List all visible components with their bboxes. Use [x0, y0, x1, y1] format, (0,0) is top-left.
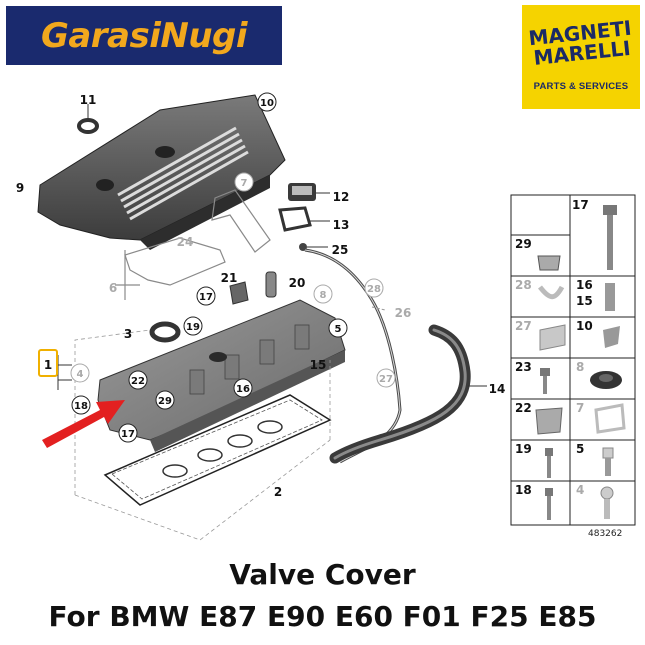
- svg-text:18: 18: [74, 401, 88, 412]
- callout-4: 4: [70, 363, 90, 383]
- callout-1: 1: [44, 358, 52, 372]
- callout-24: 24: [177, 235, 194, 249]
- bracket-outline: [115, 189, 271, 300]
- svg-text:20: 20: [289, 276, 306, 290]
- svg-text:11: 11: [80, 93, 97, 107]
- svg-text:29: 29: [158, 396, 172, 407]
- table-cell-label: 17: [572, 198, 589, 212]
- caption-models: For BMW E87 E90 E60 F01 F25 E85: [48, 600, 597, 633]
- callout-27: 27: [376, 368, 396, 388]
- callout-22: 22: [128, 370, 148, 390]
- svg-text:27: 27: [379, 374, 393, 385]
- red-pointer-arrow: [42, 400, 125, 448]
- logo-text: GarasiNugi: [40, 15, 248, 56]
- callout-26: 26: [395, 306, 412, 320]
- svg-text:10: 10: [260, 98, 274, 109]
- callout-12: 12: [333, 190, 350, 204]
- callout-17: 17: [118, 423, 138, 443]
- table-cell-label: 8: [576, 360, 584, 374]
- svg-text:22: 22: [131, 376, 145, 387]
- table-cell-label: 10: [576, 319, 593, 333]
- table-cell-label: 16: [576, 278, 593, 292]
- table-cell-label: 28: [515, 278, 532, 292]
- callout-10: 10: [257, 92, 277, 112]
- diagram-ref-number: 483262: [588, 529, 622, 539]
- table-cell-label: 19: [515, 442, 532, 456]
- svg-text:26: 26: [395, 306, 412, 320]
- breather-hose: [329, 324, 471, 464]
- svg-text:17: 17: [121, 429, 135, 440]
- callout-25: 25: [332, 243, 349, 257]
- svg-text:14: 14: [489, 382, 506, 396]
- gasket-outline: [103, 394, 332, 506]
- caption-title: Valve Cover: [229, 558, 416, 591]
- table-cell-label: 29: [515, 237, 532, 251]
- callout-21: 21: [221, 271, 238, 285]
- callout-9: 9: [16, 181, 24, 195]
- callout-3: 3: [124, 327, 132, 341]
- svg-text:13: 13: [333, 218, 350, 232]
- svg-text:6: 6: [109, 281, 117, 295]
- svg-text:3: 3: [124, 327, 132, 341]
- callout-14: 14: [489, 382, 506, 396]
- callout-2: 2: [274, 485, 282, 499]
- logo-subtitle: PARTS & SERVICES: [533, 81, 629, 92]
- callout-8: 8: [313, 284, 333, 304]
- svg-text:28: 28: [367, 284, 381, 295]
- callout-18: 18: [71, 395, 91, 415]
- svg-text:12: 12: [333, 190, 350, 204]
- svg-text:15: 15: [310, 358, 327, 372]
- part-12-cap: [288, 183, 330, 201]
- table-cell-label: 4: [576, 483, 584, 497]
- callout-29: 29: [155, 390, 175, 410]
- callout-19: 19: [183, 316, 203, 336]
- svg-text:21: 21: [221, 271, 238, 285]
- svg-text:24: 24: [177, 235, 194, 249]
- garasinugi-logo: GarasiNugi: [6, 6, 282, 65]
- table-cell-label: 15: [576, 294, 593, 308]
- callout-20: 20: [289, 276, 306, 290]
- svg-text:5: 5: [335, 324, 342, 335]
- magneti-marelli-logo: MAGNETI MARELLI PARTS & SERVICES: [522, 5, 640, 109]
- part-11-grommet: [77, 104, 99, 134]
- svg-text:4: 4: [77, 369, 84, 380]
- table-cell-label: 22: [515, 401, 532, 415]
- callout-7: 7: [234, 172, 254, 192]
- table-cell-label: 18: [515, 483, 532, 497]
- table-part-icons: [535, 205, 626, 520]
- callout-5: 5: [328, 318, 348, 338]
- table-cell-label: 7: [576, 401, 584, 415]
- svg-text:7: 7: [241, 178, 248, 189]
- svg-text:2: 2: [274, 485, 282, 499]
- callout-13: 13: [333, 218, 350, 232]
- table-cell-label: 23: [515, 360, 532, 374]
- callout-11: 11: [80, 93, 97, 107]
- table-cell-label: 5: [576, 442, 584, 456]
- svg-text:19: 19: [186, 322, 200, 333]
- svg-text:25: 25: [332, 243, 349, 257]
- svg-text:9: 9: [16, 181, 24, 195]
- part-25-clip: [299, 243, 328, 251]
- highlight-box: [38, 349, 58, 377]
- callout-16: 16: [233, 378, 253, 398]
- part-13-seal: [278, 206, 330, 232]
- parts-table-labels: 17 29 28 16 15 27 10 23 8 22 7 19 5 18 4 483262: [515, 198, 622, 539]
- svg-text:8: 8: [320, 290, 327, 301]
- engine-cover: [37, 94, 286, 250]
- callout-15: 15: [310, 358, 327, 372]
- svg-text:1: 1: [44, 358, 52, 372]
- callout-28: 28: [364, 278, 384, 298]
- callout-17: 17: [196, 286, 216, 306]
- table-cell-label: 27: [515, 319, 532, 333]
- callout-6: 6: [109, 281, 117, 295]
- parts-table-grid: [510, 194, 636, 526]
- svg-text:17: 17: [199, 292, 213, 303]
- svg-text:16: 16: [236, 384, 250, 395]
